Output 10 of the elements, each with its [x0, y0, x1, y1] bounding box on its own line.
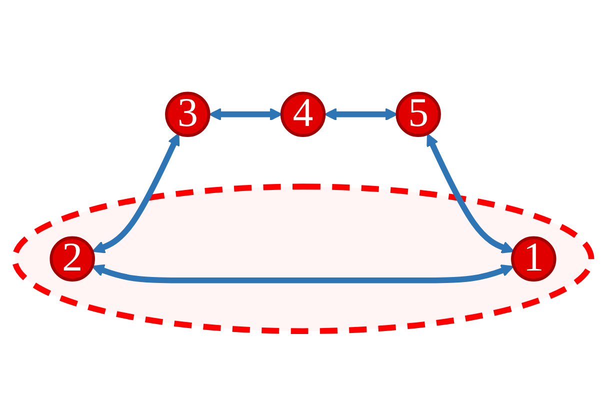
arrow	[92, 132, 180, 253]
arrow	[426, 133, 514, 254]
node-circle: 3	[165, 91, 210, 137]
node-circle: 1	[511, 236, 556, 282]
node-circle: 5	[396, 91, 441, 137]
node-circle: 2	[50, 236, 95, 282]
arrow	[324, 108, 398, 120]
arrow	[92, 264, 514, 283]
arrow	[208, 108, 282, 120]
node-circle: 4	[280, 91, 326, 137]
